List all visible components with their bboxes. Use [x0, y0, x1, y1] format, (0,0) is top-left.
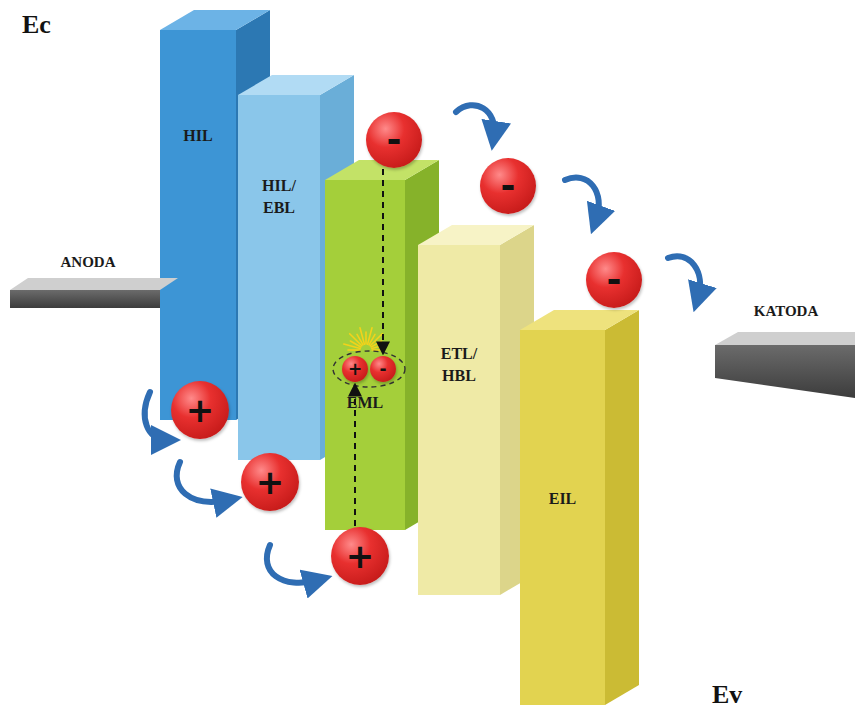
pillar-top	[160, 10, 270, 30]
pillar-top	[418, 225, 534, 245]
charge-sign: +	[186, 393, 215, 427]
pillar-front	[418, 245, 500, 595]
hil-layer: HIL	[160, 30, 236, 147]
charge-sign: +	[346, 539, 375, 573]
etl-hbl-layer: ETL/ HBL	[418, 245, 500, 386]
exciton-electron: -	[370, 356, 396, 382]
layer-label: EIL	[537, 488, 588, 510]
pillar-front	[325, 180, 405, 530]
electron: -	[366, 112, 422, 168]
energy-pillars	[160, 10, 639, 705]
layer-label: EML	[339, 392, 390, 414]
layer-label: HIL	[172, 125, 223, 147]
hole: +	[241, 453, 299, 511]
pillar-front	[238, 95, 320, 460]
hole: +	[171, 381, 229, 439]
conduction-band-label: Ec	[22, 10, 51, 40]
charge-sign: +	[256, 465, 285, 499]
electron: -	[586, 252, 642, 308]
electron: -	[480, 158, 536, 214]
eml-layer: EML +-	[325, 180, 405, 414]
layer-label: ETL/ HBL	[433, 343, 484, 386]
charge-sign: -	[379, 361, 386, 378]
hop-arrows	[145, 105, 700, 583]
valence-band-label: Ev	[712, 680, 742, 710]
pillar-top	[520, 310, 639, 330]
layer-label: ANODA	[10, 254, 166, 271]
charge-sign: -	[387, 122, 402, 158]
anode-label: ANODA	[10, 254, 166, 276]
charge-sign: +	[348, 361, 362, 378]
pillar-top	[238, 75, 354, 95]
charge-sign: -	[501, 168, 516, 204]
emission-burst	[344, 328, 388, 350]
charge-sign: -	[607, 262, 622, 298]
hole: +	[331, 527, 389, 585]
pillar-front	[520, 330, 605, 705]
anode-bar	[10, 278, 178, 308]
hil-ebl-layer: HIL/ EBL	[238, 95, 320, 218]
pillar-front	[160, 30, 236, 420]
exciton-hole: +	[342, 356, 368, 382]
layer-label: KATODA	[718, 303, 854, 320]
pillar-side	[605, 310, 639, 705]
recombination-arrow	[382, 169, 384, 354]
exciton-ring	[333, 351, 405, 387]
cathode-bar	[715, 332, 855, 398]
eil-layer: EIL	[520, 330, 605, 510]
cathode-label: KATODA	[718, 303, 854, 325]
layer-label: HIL/ EBL	[253, 175, 304, 218]
